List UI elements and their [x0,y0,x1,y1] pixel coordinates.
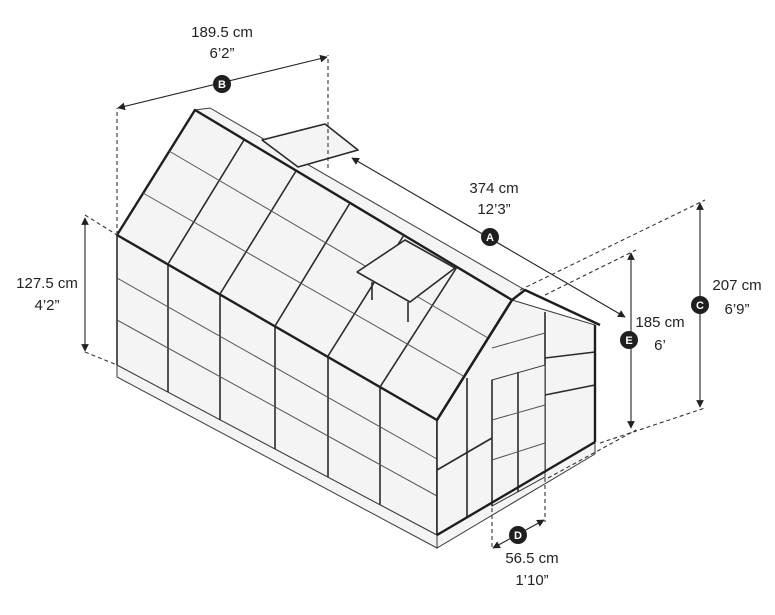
dim-b-metric: 189.5 cm [191,24,253,41]
dimension-side-height: 127.5 cm 4’2” [16,214,118,366]
dim-b-imperial: 6’2” [209,45,234,62]
dim-e-metric: 185 cm [635,314,684,331]
badge-a-icon [481,228,499,246]
dimension-a: A 374 cm 12’3” [351,157,626,318]
dim-d-imperial: 1’10” [515,572,548,589]
dimension-e: E 185 cm 6’ [544,249,685,479]
dim-side-metric: 127.5 cm [16,275,78,292]
side-wall-rails [116,277,438,497]
badge-e-icon [620,331,638,349]
dim-d-metric: 56.5 cm [505,550,558,567]
badge-c-icon [691,296,709,314]
greenhouse-illustration [115,107,601,549]
dim-side-imperial: 4’2” [34,297,59,314]
door [491,332,546,507]
dim-e-imperial: 6’ [654,337,666,354]
badge-a-label: A [486,232,494,244]
badge-e-label: E [625,335,632,347]
dim-c-metric: 207 cm [712,277,761,294]
badge-d-icon [509,526,527,544]
badge-c-label: C [696,300,704,312]
badge-d-label: D [514,530,522,542]
dim-a-imperial: 12’3” [477,201,510,218]
dim-a-metric: 374 cm [469,180,518,197]
badge-b-icon [213,75,231,93]
dimension-d: D 56.5 cm 1’10” [491,478,559,589]
dim-c-imperial: 6’9” [724,301,749,318]
dimension-c: C 207 cm 6’9” [519,199,762,444]
badge-b-label: B [218,79,226,91]
roof-vent-1 [260,123,360,168]
dimension-b: B 189.5 cm 6’2” [116,24,329,235]
